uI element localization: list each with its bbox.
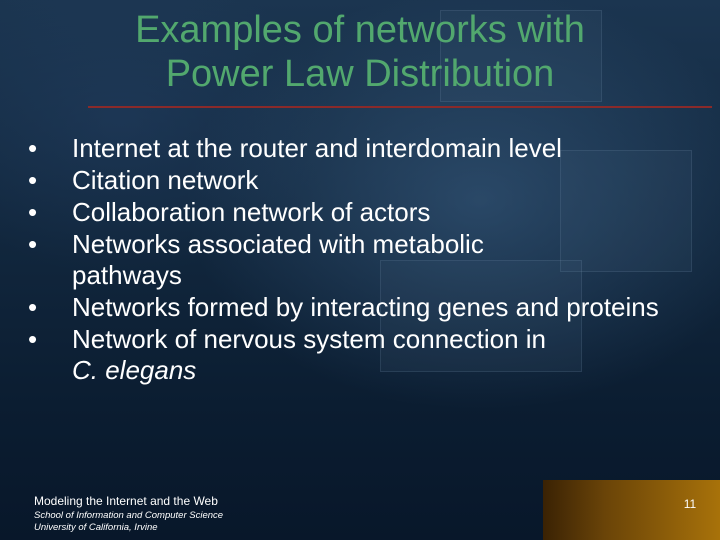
bullet-text: Internet at the router and interdomain l… <box>72 133 562 163</box>
bullet-marker: • <box>28 133 38 163</box>
bullet-text: Citation network <box>72 165 259 195</box>
bullet-marker: • <box>28 229 38 259</box>
bullet-marker: • <box>28 324 38 354</box>
background-panel <box>560 150 692 272</box>
footer-course: Modeling the Internet and the Web <box>34 494 218 508</box>
background-panel <box>440 10 602 102</box>
bullet-item: • Network of nervous system connection i… <box>28 324 692 386</box>
bullet-marker: • <box>28 197 38 227</box>
bullet-marker: • <box>28 292 38 322</box>
bullet-text: Networks associated with metabolic pathw… <box>72 229 484 290</box>
background-panel <box>380 260 582 372</box>
footer-accent-box <box>543 480 720 540</box>
bullet-text: Network of nervous system connection in <box>72 324 546 354</box>
bullet-italic-text: C. elegans <box>72 355 197 385</box>
page-number: 11 <box>683 497 697 511</box>
title-line-1: Examples of networks with <box>135 9 585 51</box>
bullet-item: • Collaboration network of actors <box>28 197 708 228</box>
bullet-item: • Citation network <box>28 165 708 196</box>
bullet-text: Collaboration network of actors <box>72 197 431 227</box>
bullet-item: • Internet at the router and interdomain… <box>28 133 708 164</box>
slide-title: Examples of networks with Power Law Dist… <box>0 8 720 96</box>
bullet-list: • Internet at the router and interdomain… <box>28 133 708 387</box>
footer-university: University of California, Irvine <box>34 522 158 533</box>
bullet-item: • Networks formed by interacting genes a… <box>28 292 712 323</box>
bullet-item: • Networks associated with metabolic pat… <box>28 229 592 291</box>
footer-school: School of Information and Computer Scien… <box>34 510 224 521</box>
title-divider <box>88 106 712 108</box>
bullet-marker: • <box>28 165 38 195</box>
bullet-text: Networks formed by interacting genes and… <box>72 292 659 322</box>
title-line-2: Power Law Distribution <box>165 53 555 95</box>
